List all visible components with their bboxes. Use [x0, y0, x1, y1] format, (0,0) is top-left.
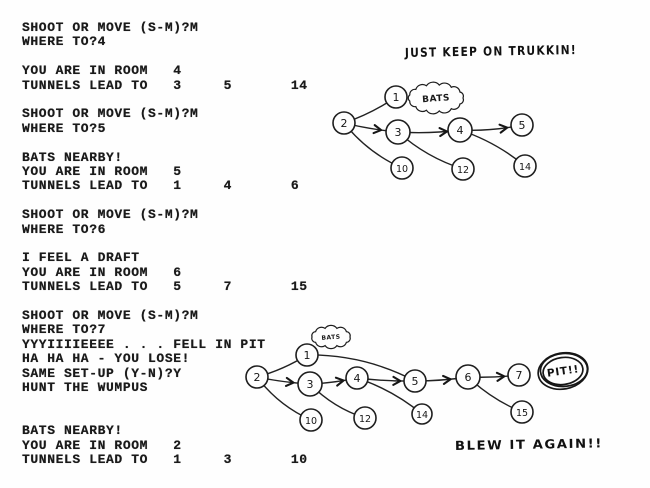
- edge-arrowhead-icon: [284, 376, 295, 387]
- room-node-circle: [451, 157, 475, 181]
- bats-cloud-label: BATS: [321, 333, 341, 341]
- terminal-line: BATS NEARBY!: [22, 149, 123, 165]
- terminal-line: I FEEL A DRAFT: [22, 250, 140, 266]
- room-node-circle: [390, 156, 414, 180]
- edge-arrowhead-icon: [438, 127, 448, 138]
- room-node-label: 10: [305, 416, 317, 427]
- room-node-circle: [353, 406, 377, 430]
- room-node-label: 4: [354, 372, 361, 385]
- terminal-line: TUNNELS LEAD TO 3 5 14: [22, 77, 308, 93]
- bats-cloud: [407, 81, 465, 115]
- room-node-label: 2: [254, 371, 261, 384]
- room-node-label: 5: [412, 375, 419, 388]
- room-node-circle: [332, 111, 356, 135]
- room-node-label: 7: [516, 369, 523, 382]
- terminal-line: HUNT THE WUMPUS: [22, 380, 149, 396]
- terminal-line: WHERE TO?4: [22, 34, 107, 50]
- room-node-circle: [510, 113, 534, 137]
- room-node-circle: [295, 343, 319, 367]
- terminal-line: SHOOT OR MOVE (S-M)?M: [22, 20, 199, 35]
- room-node-circle: [299, 408, 323, 432]
- room-node-label: 12: [359, 414, 371, 425]
- room-node-label: 1: [393, 91, 400, 104]
- terminal-line: TUNNELS LEAD TO 5 7 15: [22, 279, 308, 295]
- room-node-label: 4: [457, 124, 464, 137]
- pit-badge: [539, 352, 589, 388]
- tunnel-edge: [306, 354, 416, 382]
- room-node-circle: [510, 400, 534, 424]
- terminal-line: WHERE TO?6: [22, 221, 107, 237]
- bats-cloud: [311, 324, 351, 350]
- terminal-line: YOU ARE IN ROOM 4: [22, 63, 182, 79]
- room-node-label: 6: [465, 371, 472, 384]
- room-node-circle: [507, 363, 531, 387]
- room-node-label: 10: [396, 164, 408, 175]
- room-node-circle: [245, 365, 269, 389]
- terminal-line: BATS NEARBY!: [22, 423, 123, 439]
- pit-badge-label: PIT!!: [546, 363, 580, 379]
- terminal-line: WHERE TO?5: [22, 120, 107, 136]
- bats-cloud-label: BATS: [422, 93, 450, 105]
- room-node-circle: [403, 369, 427, 393]
- terminal-line: YOU ARE IN ROOM 5: [22, 164, 182, 180]
- handwritten-annotation: BLEW IT AGAIN!!: [455, 435, 603, 453]
- terminal-line: WHERE TO?7: [22, 322, 107, 338]
- edge-arrowhead-icon: [495, 371, 506, 382]
- terminal-line: YOU ARE IN ROOM 2: [22, 437, 182, 453]
- room-node-circle: [447, 117, 473, 143]
- room-node-circle: [384, 85, 408, 109]
- handwritten-annotation: JUST KEEP ON TRUKKIN!: [404, 42, 577, 60]
- terminal-line: HA HA HA - YOU LOSE!: [22, 351, 191, 367]
- terminal-line: TUNNELS LEAD TO 1 3 10: [22, 452, 308, 468]
- room-node-label: 12: [457, 165, 469, 176]
- room-node-label: 1: [304, 349, 311, 362]
- pit-badge: [542, 356, 584, 386]
- room-node-circle: [345, 366, 369, 390]
- terminal-line: TUNNELS LEAD TO 1 4 6: [22, 178, 300, 194]
- room-node-circle: [513, 154, 537, 178]
- edge-arrowhead-icon: [442, 374, 452, 385]
- terminal-line: SAME SET-UP (Y-N)?Y: [22, 365, 182, 381]
- terminal-line: SHOOT OR MOVE (S-M)?M: [22, 207, 199, 223]
- room-node-label: 2: [341, 117, 348, 130]
- room-node-circle: [411, 403, 433, 425]
- room-node-label: 3: [395, 126, 402, 139]
- room-node-label: 3: [307, 378, 314, 391]
- terminal-line: SHOOT OR MOVE (S-M)?M: [22, 106, 199, 122]
- edge-arrowhead-icon: [498, 123, 509, 134]
- terminal-line: YYYIIIIEEEE . . . FELL IN PIT: [22, 336, 266, 352]
- edge-arrowhead-icon: [392, 375, 402, 386]
- room-node-circle: [297, 371, 323, 397]
- room-node-label: 15: [516, 408, 528, 419]
- room-node-circle: [385, 119, 411, 145]
- edge-arrowhead-icon: [372, 124, 383, 135]
- room-node-label: 5: [519, 119, 526, 132]
- edge-arrowhead-icon: [334, 376, 345, 387]
- room-node-label: 14: [416, 410, 428, 421]
- terminal-line: SHOOT OR MOVE (S-M)?M: [22, 308, 199, 324]
- room-node-label: 14: [519, 162, 531, 173]
- room-node-circle: [455, 364, 481, 390]
- terminal-line: YOU ARE IN ROOM 6: [22, 264, 182, 280]
